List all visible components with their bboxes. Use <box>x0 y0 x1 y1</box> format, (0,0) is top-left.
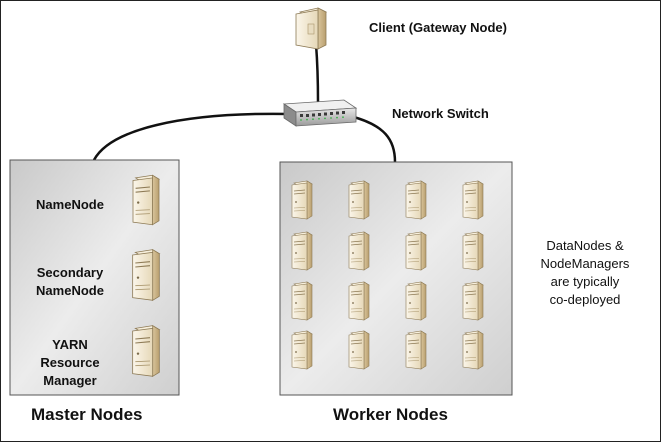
namenode-server-icon <box>132 174 160 226</box>
cable-client-switch <box>314 43 320 103</box>
worker-server-icon <box>291 330 313 370</box>
note-line: NodeManagers <box>540 256 630 271</box>
worker-server-icon <box>405 330 427 370</box>
note-line: co-deployed <box>549 292 621 307</box>
yarn-label-line: Manager <box>43 373 97 388</box>
note-line: DataNodes & <box>546 238 624 253</box>
master-nodes-title: Master Nodes <box>31 405 143 424</box>
co-deployment-note: DataNodes & NodeManagers are typically c… <box>522 237 648 309</box>
worker-nodes-title: Worker Nodes <box>333 405 448 424</box>
yarn-label-line: YARN <box>52 337 88 352</box>
namenode-label: NameNode <box>16 197 124 212</box>
yarn-resource-manager-label: YARN Resource Manager <box>16 336 124 390</box>
worker-server-icon <box>405 231 427 271</box>
secondary-namenode-label-line: Secondary <box>36 265 104 280</box>
worker-server-icon <box>291 231 313 271</box>
switch-label: Network Switch <box>392 106 489 121</box>
yarn-resource-manager-server-icon <box>131 324 161 378</box>
yarn-label-line: Resource <box>40 355 100 370</box>
worker-server-icon <box>405 180 427 220</box>
worker-server-icon <box>462 180 484 220</box>
namenode-label-line: NameNode <box>36 197 104 212</box>
cable-switch-worker <box>349 114 397 163</box>
worker-server-icon <box>348 180 370 220</box>
secondary-namenode-label-line: NameNode <box>36 283 104 298</box>
worker-server-icon <box>291 180 313 220</box>
worker-server-icon <box>291 281 313 321</box>
worker-server-icon <box>348 231 370 271</box>
cable-switch-master <box>92 112 291 161</box>
worker-server-icon <box>462 231 484 271</box>
worker-server-icon <box>462 281 484 321</box>
worker-server-icon <box>462 330 484 370</box>
worker-server-icon <box>348 330 370 370</box>
worker-server-icon <box>348 281 370 321</box>
secondary-namenode-server-icon <box>131 248 161 302</box>
secondary-namenode-label: Secondary NameNode <box>16 264 124 300</box>
worker-server-icon <box>405 281 427 321</box>
client-label: Client (Gateway Node) <box>369 20 507 35</box>
network-switch-icon <box>282 99 358 127</box>
note-line: are typically <box>550 274 620 289</box>
client-server-icon <box>295 7 328 50</box>
